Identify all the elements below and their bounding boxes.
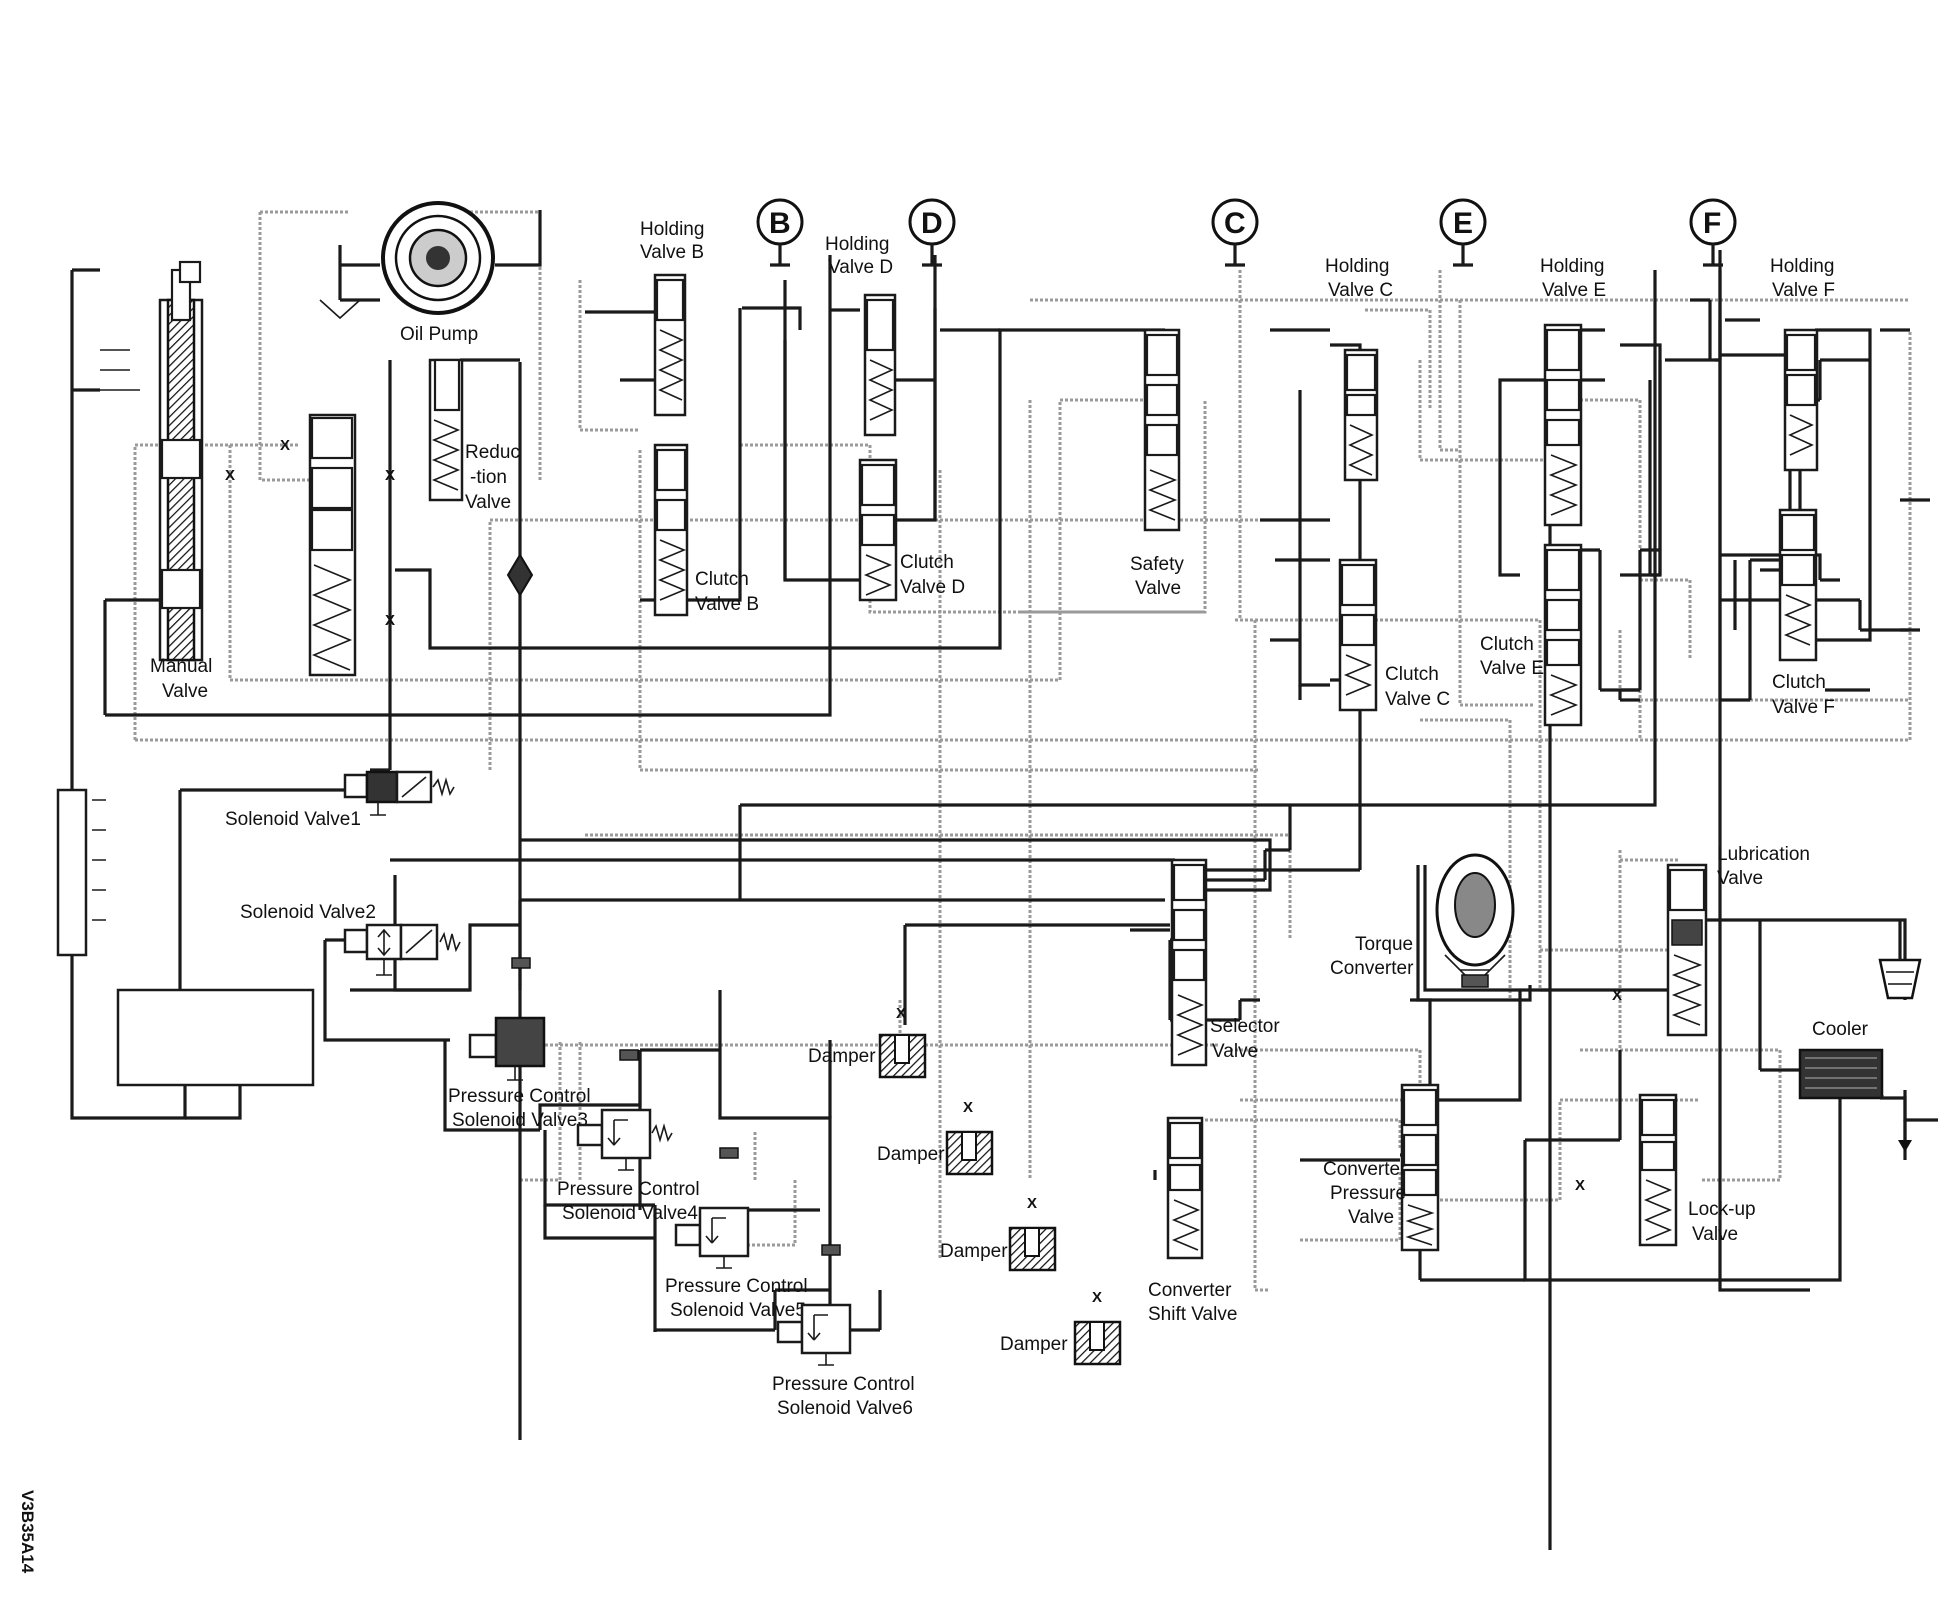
converter-shift-valve-label: Converter Shift Valve: [1148, 1280, 1237, 1325]
port-marker-e: E: [1439, 198, 1487, 267]
holding-valve-d: [863, 293, 897, 437]
svg-text:X: X: [896, 1005, 906, 1022]
safety-valve: [1143, 328, 1181, 532]
clutch-valve-e: [1543, 543, 1583, 727]
pcs-valve-4-label: Pressure Control Solenoid Valve4: [557, 1179, 704, 1224]
figure-code: V3B35A14: [18, 1490, 37, 1574]
pressure-control-solenoid-valve-6: [776, 1244, 852, 1366]
port-marker-c: C: [1211, 198, 1259, 267]
holding-valve-b: [653, 273, 687, 417]
cooler: [1798, 1048, 1912, 1152]
manual-valve: [100, 260, 204, 662]
port-marker-d: D: [908, 198, 956, 267]
clutch-valve-c: [1338, 558, 1378, 712]
svg-text:X: X: [1027, 1195, 1037, 1212]
damper-2-label: Damper: [877, 1144, 945, 1165]
accumulator: [56, 788, 106, 957]
solenoid-valve-1: [343, 770, 455, 816]
restriction-marks: X X X X X X X X X X: [225, 437, 1622, 1306]
damper-1-label: Damper: [808, 1046, 876, 1067]
check-valve-icon: [506, 553, 534, 597]
svg-text:X: X: [385, 612, 395, 629]
lockup-valve-label: Lock-up Valve: [1688, 1199, 1760, 1245]
holding-valve-d-label: Holding Valve D: [825, 234, 893, 278]
damper-3-label: Damper: [940, 1241, 1008, 1262]
selector-valve-label: Selector Valve: [1210, 1016, 1284, 1062]
solenoid-valve-1-label: Solenoid Valve1: [225, 809, 361, 830]
reduction-valve: [428, 358, 464, 502]
converter-pressure-valve: [1400, 1083, 1440, 1252]
svg-text:D: D: [921, 207, 943, 240]
lubrication-valve: [1666, 863, 1708, 1037]
damper-2: [945, 1130, 994, 1176]
clutch-valve-b-label: Clutch Valve B: [695, 569, 759, 615]
holding-valve-c-label: Holding Valve C: [1325, 256, 1393, 301]
converter-shift-valve: [1166, 1116, 1204, 1260]
oil-pump: [319, 201, 542, 320]
svg-text:B: B: [769, 207, 791, 240]
pcs-valve-3-label: Pressure Control Solenoid Valve3: [448, 1086, 595, 1131]
clutch-valve-f: [1778, 508, 1818, 662]
svg-text:X: X: [225, 467, 235, 484]
damper-4: [1073, 1320, 1122, 1366]
clutch-valve-c-label: Clutch Valve C: [1385, 664, 1450, 710]
svg-text:X: X: [1612, 987, 1622, 1004]
oil-pump-label: Oil Pump: [400, 324, 478, 345]
clutch-valve-d-label: Clutch Valve D: [900, 552, 965, 598]
damper-4-label: Damper: [1000, 1334, 1068, 1355]
holding-valve-b-label: Holding Valve B: [640, 219, 708, 263]
clutch-valve-d: [858, 458, 898, 602]
holding-valve-e-label: Holding Valve E: [1540, 256, 1608, 301]
port-marker-b: B: [756, 198, 804, 267]
control-unit-box: [116, 988, 315, 1087]
clutch-valve-f-label: Clutch Valve F: [1772, 672, 1835, 718]
svg-text:E: E: [1453, 207, 1473, 240]
reduction-valve-label: Reduc -tion Valve: [465, 442, 524, 513]
clutch-valve-b: [653, 443, 689, 617]
strainer-icon: [1878, 920, 1922, 1000]
torque-converter-label: Torque Converter: [1330, 934, 1417, 979]
clutch-valve-e-label: Clutch Valve E: [1480, 634, 1544, 679]
holding-valve-c: [1343, 348, 1379, 482]
pcs-valve-6-label: Pressure Control Solenoid Valve6: [772, 1374, 919, 1419]
damper-1: [878, 1033, 927, 1079]
selector-valve: [1170, 858, 1208, 1067]
svg-text:X: X: [385, 467, 395, 484]
torque-converter: [1416, 853, 1532, 1002]
solenoid-valve-2-label: Solenoid Valve2: [240, 902, 376, 923]
manual-valve-label: Manual Valve: [150, 656, 216, 702]
pressure-control-solenoid-valve-5: [674, 1147, 750, 1269]
converter-pressure-valve-label: Converter Pressure Valve: [1323, 1159, 1410, 1228]
svg-text:X: X: [1092, 1289, 1102, 1306]
solenoid-valve-2: [343, 923, 461, 976]
port-marker-f: F: [1689, 198, 1737, 267]
holding-valve-f: [1783, 328, 1819, 472]
pressure-control-solenoid-valve-4: [576, 1049, 673, 1171]
svg-text:X: X: [963, 1099, 973, 1116]
holding-valve-e: [1543, 323, 1583, 527]
safety-valve-label: Safety Valve: [1130, 554, 1188, 599]
pcs-valve-5-label: Pressure Control Solenoid Valve5: [665, 1276, 812, 1321]
holding-valve-f-label: Holding Valve F: [1770, 256, 1838, 301]
cooler-label: Cooler: [1812, 1019, 1869, 1040]
lockup-valve: [1638, 1093, 1678, 1247]
lubrication-valve-label: Lubrication Valve: [1717, 844, 1814, 889]
svg-text:F: F: [1703, 207, 1721, 240]
primary-regulator-valve: [308, 413, 357, 677]
svg-text:X: X: [1575, 1177, 1585, 1194]
damper-3: [1008, 1226, 1057, 1272]
pressure-control-solenoid-valve-3: [468, 957, 546, 1081]
svg-text:X: X: [280, 437, 290, 454]
svg-text:C: C: [1224, 207, 1246, 240]
